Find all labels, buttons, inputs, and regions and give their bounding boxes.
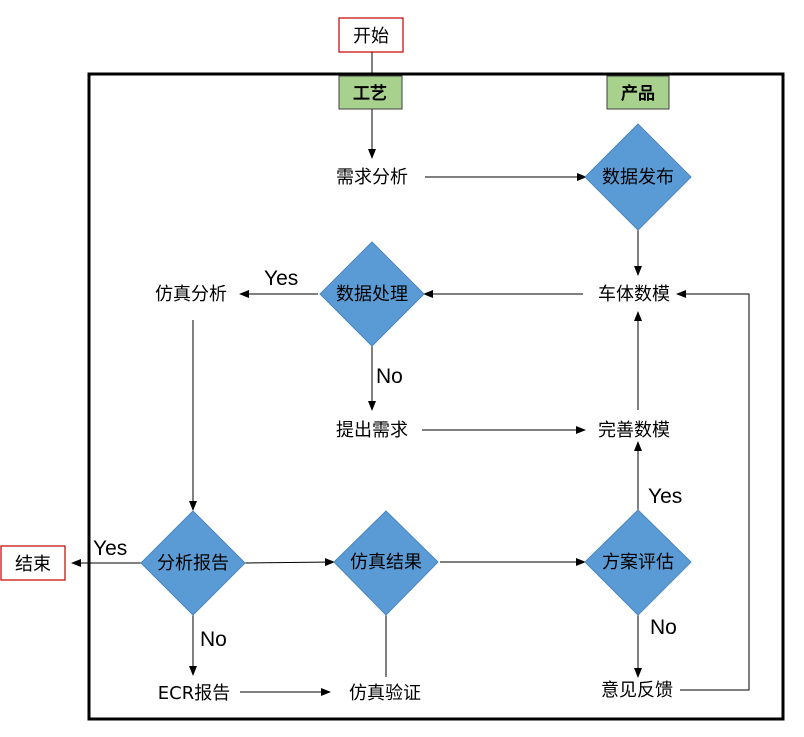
edges [71,52,750,696]
simulation-result-label: 仿真结果 [350,552,422,573]
node-simulation-analysis: 仿真分析 [155,284,227,305]
decision-simulation-result: 仿真结果 [333,510,439,616]
label-evaluation-yes: Yes [648,485,682,508]
decision-data-release: 数据发布 [584,123,692,231]
edge-report-to-result [244,558,335,567]
start-terminal: 开始 [338,17,404,53]
label-report-no: No [200,628,227,651]
analysis-report-label: 分析报告 [157,553,229,574]
end-terminal: 结束 [0,545,66,581]
lane-header-product: 产品 [606,75,670,110]
plan-evaluation-label: 方案评估 [602,552,674,573]
node-improve-model: 完善数模 [598,420,670,441]
label-evaluation-no: No [650,616,677,639]
decision-plan-evaluation: 方案评估 [584,509,692,616]
start-label: 开始 [353,26,389,47]
label-processing-yes: Yes [264,267,298,290]
data-release-label: 数据发布 [602,167,674,188]
data-processing-label: 数据处理 [336,284,408,305]
edge-feedback-to-bodymodel [676,290,750,691]
end-label: 结束 [15,554,51,575]
label-report-yes: Yes [93,537,127,560]
node-ecr-report: ECR报告 [158,683,230,704]
node-body-model: 车体数模 [598,284,670,305]
lane-header-process: 工艺 [338,75,403,110]
node-requirement-analysis: 需求分析 [336,167,408,188]
node-propose-requirement: 提出需求 [336,420,408,441]
decision-data-processing: 数据处理 [319,241,425,347]
label-processing-no: No [376,365,403,388]
decision-analysis-report: 分析报告 [140,510,246,616]
swimlane-frame [87,72,785,721]
lane-process-label: 工艺 [353,83,387,104]
node-simulation-verification: 仿真验证 [349,683,421,704]
node-feedback: 意见反馈 [601,680,673,701]
lane-product-label: 产品 [621,83,655,104]
